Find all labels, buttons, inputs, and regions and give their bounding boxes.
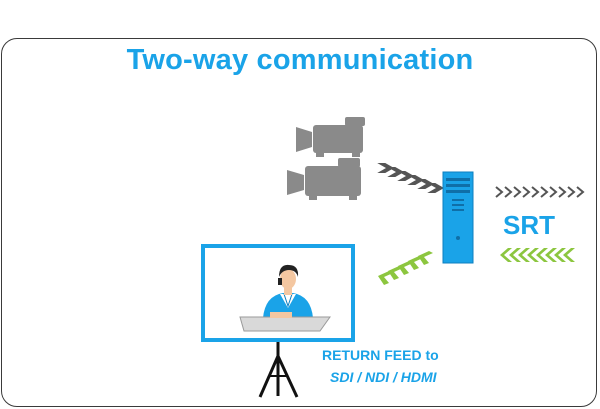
encoder-server-icon — [442, 171, 474, 264]
video-camera-icon — [296, 117, 365, 157]
chevron-arrow-icon — [378, 251, 433, 285]
protocol-label: SRT — [503, 210, 555, 240]
return-feed-formats: SDI / NDI / HDMI — [330, 369, 437, 385]
diagram-title: Two-way communication — [126, 44, 474, 76]
chevron-arrow-icon — [495, 186, 585, 198]
chevron-arrow-icon — [377, 163, 445, 193]
chevron-arrow-icon — [500, 248, 575, 262]
presenter-monitor-icon — [201, 244, 355, 398]
video-camera-icon — [287, 158, 361, 200]
return-feed-label: RETURN FEED to — [322, 347, 439, 363]
diagram-frame — [1, 38, 597, 407]
